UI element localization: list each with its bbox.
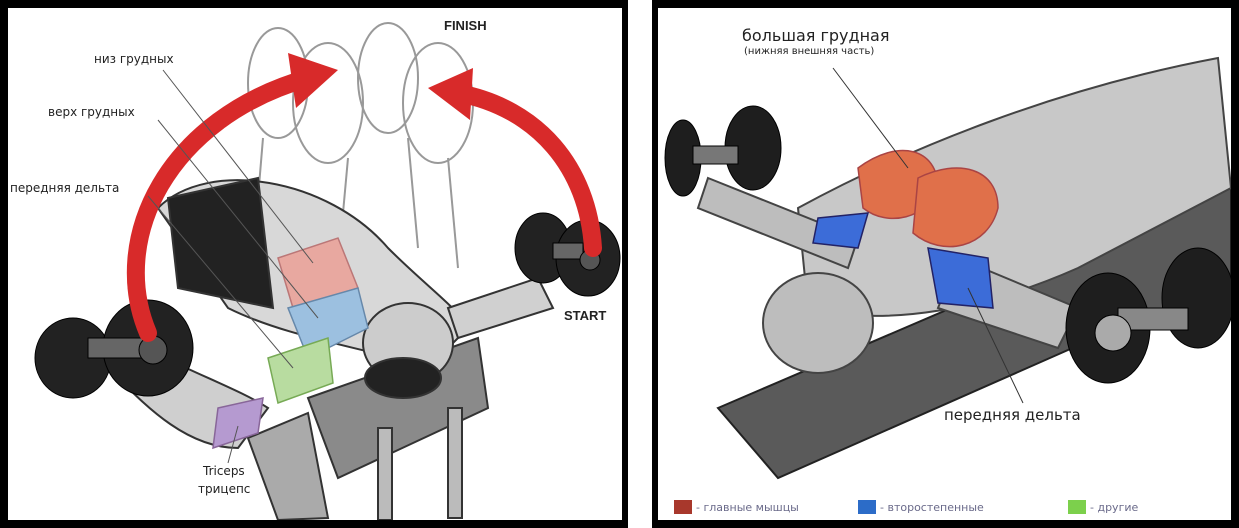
triceps-en-label: Triceps (203, 464, 245, 478)
legend-other-muscles: - другие (1068, 500, 1138, 514)
lower-chest-label: низ грудных (94, 52, 174, 66)
left-dumbbell (35, 300, 193, 398)
delt-left-highlight (813, 213, 868, 248)
legend-text-other: - другие (1090, 501, 1138, 514)
front-delt-label: передняя дельта (10, 181, 119, 195)
upper-dumbbell (665, 106, 781, 196)
left-figure-drawing (8, 8, 622, 520)
start-label: START (564, 308, 606, 323)
triceps-ru-label: трицепс (198, 482, 250, 496)
finish-label: FINISH (444, 18, 487, 33)
legend-text-main: - главные мышцы (696, 501, 799, 514)
legend-secondary-muscles: - второстепенные (858, 500, 984, 514)
legend-text-secondary: - второстепенные (880, 501, 984, 514)
major-pec-sub-label: (нижняя внешняя часть) (744, 46, 874, 57)
delt-right-highlight (928, 248, 993, 308)
upper-chest-label: верх грудных (48, 105, 135, 119)
right-exercise-illustration: большая грудная (нижняя внешняя часть) п… (652, 0, 1239, 528)
legend-main-muscles: - главные мышцы (674, 500, 799, 514)
right-arrow-head (428, 68, 473, 120)
left-arrow-head (288, 53, 338, 108)
front-delt-label-right: передняя дельта (944, 406, 1081, 424)
right-figure-drawing (658, 8, 1231, 520)
major-pec-label: большая грудная (742, 26, 889, 45)
legend-swatch-main (674, 500, 692, 514)
legend-swatch-other (1068, 500, 1086, 514)
left-exercise-illustration: FINISH START низ грудных верх грудных пе… (0, 0, 628, 528)
legend-swatch-secondary (858, 500, 876, 514)
